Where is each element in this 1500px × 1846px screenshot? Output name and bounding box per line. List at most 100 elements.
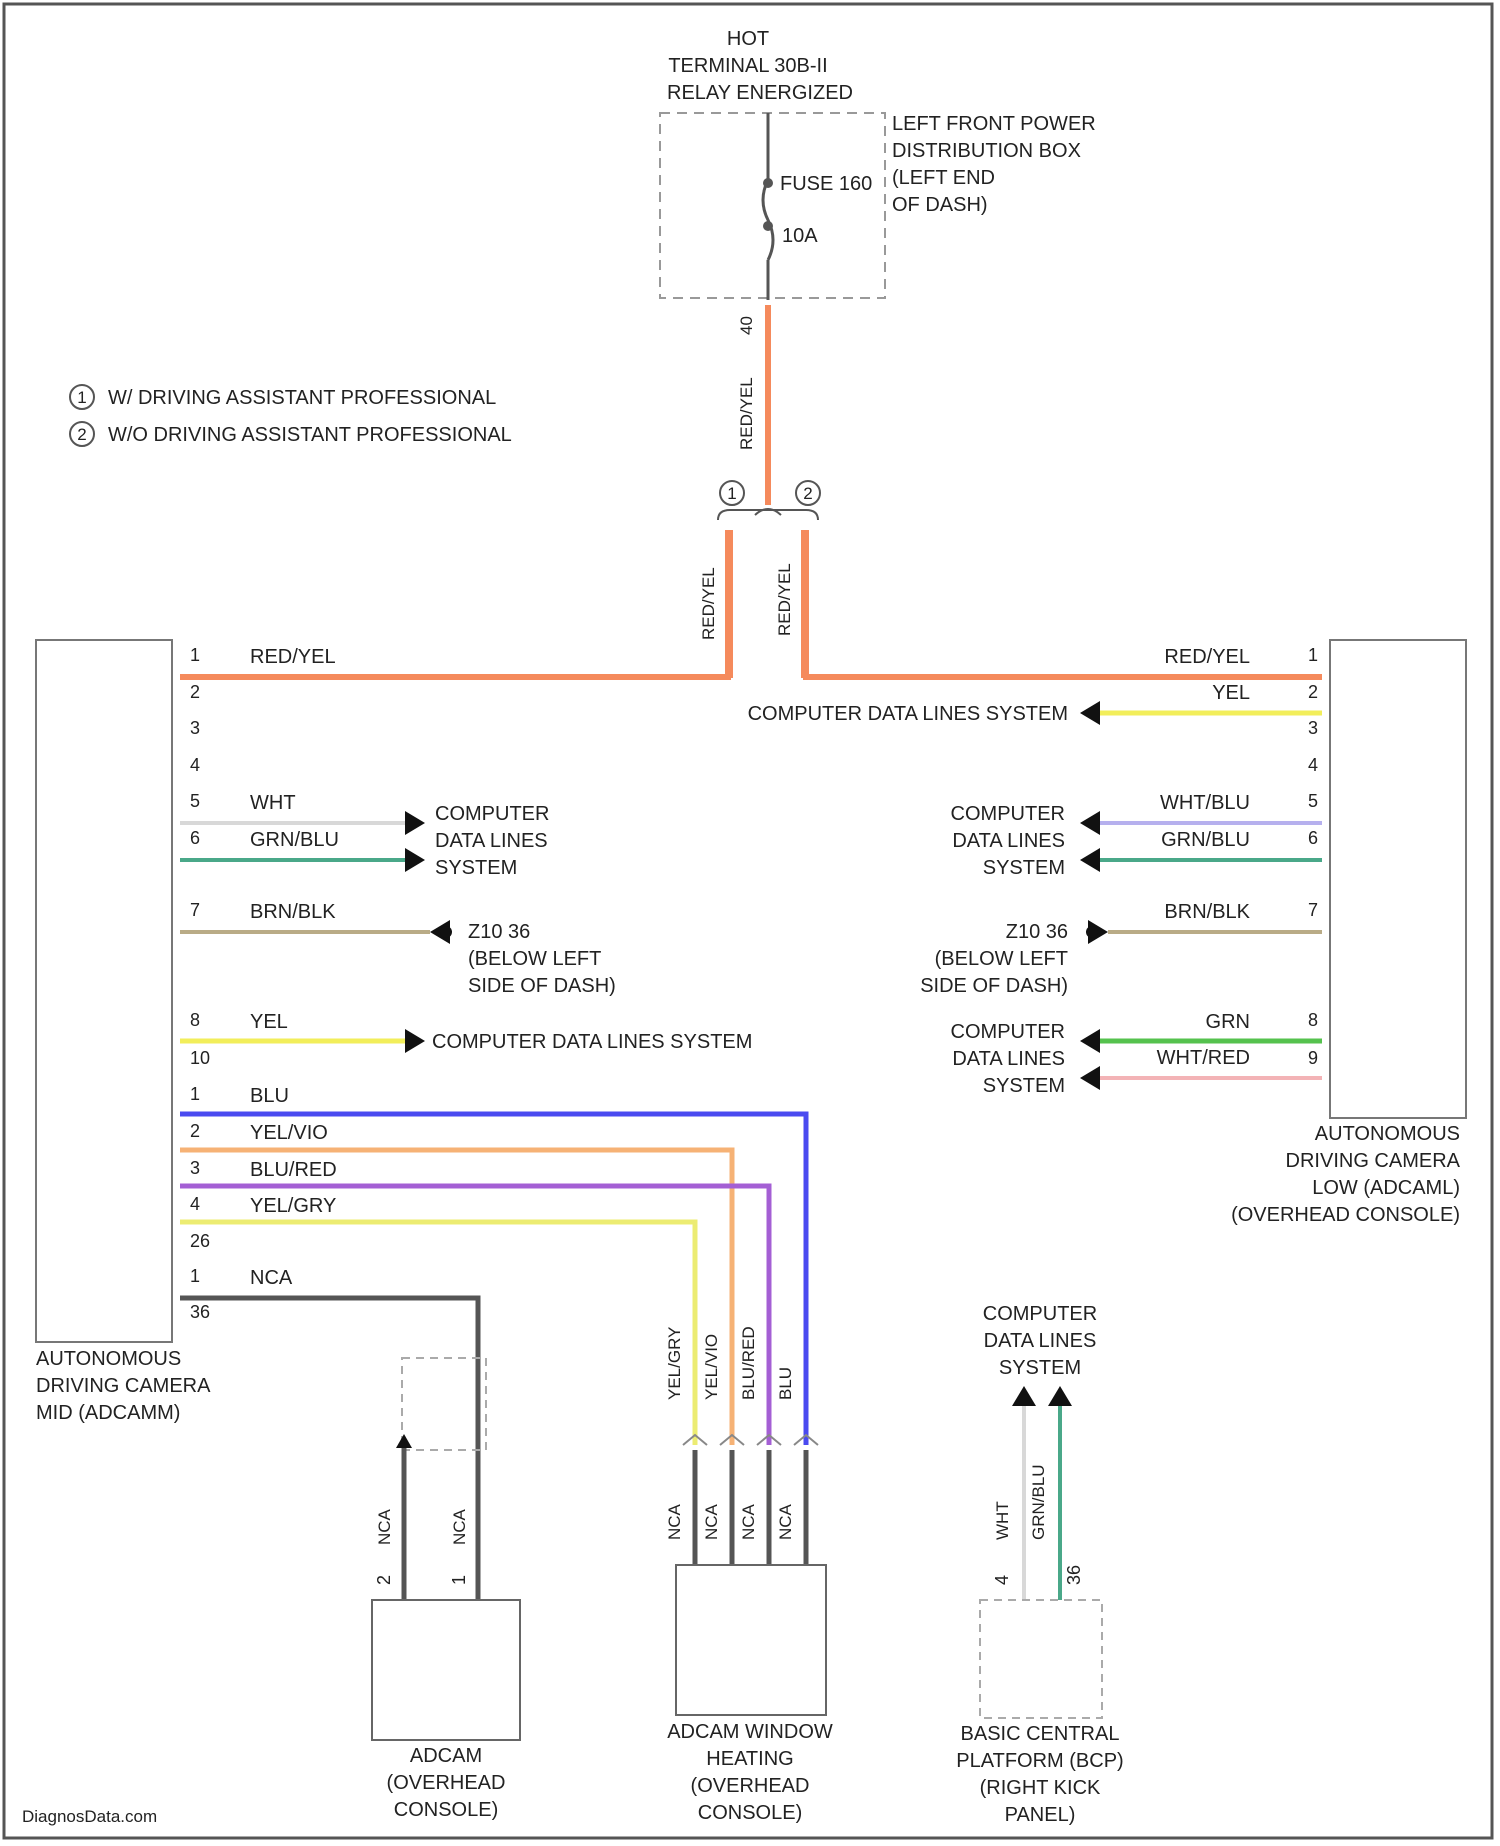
- bcp-cdl-line3: SYSTEM: [999, 1357, 1081, 1379]
- left-pin-6: 6: [190, 828, 200, 848]
- adcam-wire-label-1: NCA: [375, 1508, 394, 1545]
- fuse-name: FUSE 160: [780, 173, 872, 195]
- right-pin-3: 3: [1308, 718, 1318, 738]
- right-pin-2: 2: [1308, 682, 1318, 702]
- adcam-label-line3: CONSOLE): [394, 1799, 498, 1821]
- left-conn2-wire-4: YEL/GRY: [250, 1195, 336, 1217]
- right-cdl-b-line2: DATA LINES: [952, 1048, 1065, 1070]
- right-arrow-grn-blu: [1080, 848, 1100, 872]
- right-cdl-a-line2: DATA LINES: [952, 830, 1065, 852]
- right-pin-8: 8: [1308, 1010, 1318, 1030]
- heating-connector-notches: [683, 1435, 818, 1445]
- legend-text-2: W/O DRIVING ASSISTANT PROFESSIONAL: [108, 424, 512, 446]
- adcam-dashed-connector: [402, 1358, 486, 1450]
- right-pin-5: 5: [1308, 791, 1318, 811]
- right-ground-node: [1086, 926, 1098, 938]
- left-arrow-wht: [405, 811, 425, 835]
- right-wire-label-1: RED/YEL: [1164, 646, 1250, 668]
- right-cdl-b-line1: COMPUTER: [951, 1021, 1065, 1043]
- power-source: HOT TERMINAL 30B-II RELAY ENERGIZED FUSE…: [660, 28, 1096, 505]
- power-distribution-box: [660, 113, 885, 298]
- left-module-body: [36, 640, 172, 1342]
- left-cdl-line1: COMPUTER: [435, 803, 549, 825]
- left-wire-label-7: BRN/BLK: [250, 901, 336, 923]
- right-pin-9: 9: [1308, 1048, 1318, 1068]
- left-ground-line2: (BELOW LEFT: [468, 948, 601, 970]
- left-conn2-count: 26: [190, 1231, 210, 1251]
- left-module-label-line2: DRIVING CAMERA: [36, 1375, 211, 1397]
- heating-lower-wire-1: NCA: [665, 1503, 684, 1540]
- fuse-symbol: [763, 180, 773, 260]
- left-conn2-pin-2: 2: [190, 1121, 200, 1141]
- left-pin-1: 1: [190, 645, 200, 665]
- heating-label-line3: (OVERHEAD: [691, 1775, 810, 1797]
- left-conn2-wire-2: YEL/VIO: [250, 1122, 328, 1144]
- splice-right-wire-label: RED/YEL: [775, 563, 794, 636]
- bcp-label-line4: PANEL): [1005, 1804, 1076, 1826]
- left-conn1-count: 10: [190, 1048, 210, 1068]
- right-arrow-wht-blu: [1080, 811, 1100, 835]
- fuse-node-bottom: [763, 221, 773, 231]
- bcp-arrow-wht: [1012, 1386, 1036, 1406]
- right-arrow-wht-red: [1080, 1066, 1100, 1090]
- heating-lower-wire-3: NCA: [739, 1503, 758, 1540]
- right-wire-label-6: GRN/BLU: [1161, 829, 1250, 851]
- left-conn2-wire-1: BLU: [250, 1085, 289, 1107]
- hot-label-line2: TERMINAL 30B-II: [668, 55, 827, 77]
- adcam-label-line1: ADCAM: [410, 1745, 482, 1767]
- right-cdl-b-line3: SYSTEM: [983, 1075, 1065, 1097]
- bcp-component: COMPUTER DATA LINES SYSTEM WHT GRN/BLU 4…: [956, 1303, 1123, 1826]
- bcp-label-line3: (RIGHT KICK: [980, 1777, 1101, 1799]
- splice-bracket: [718, 510, 818, 520]
- adcam-component: NCA NCA 2 1 ADCAM (OVERHEAD CONSOLE): [372, 1358, 520, 1821]
- left-conn2-pin-4: 4: [190, 1194, 200, 1214]
- right-ground-line3: SIDE OF DASH): [920, 975, 1068, 997]
- splice-symbol-2-text: 2: [803, 484, 812, 503]
- wire-yel-gry: [180, 1222, 695, 1445]
- right-cdl-single: COMPUTER DATA LINES SYSTEM: [748, 703, 1068, 725]
- left-conn2-pin-3: 3: [190, 1158, 200, 1178]
- left-arrow-grn-blu: [405, 848, 425, 872]
- right-pin-7: 7: [1308, 900, 1318, 920]
- right-arrow-grn: [1080, 1029, 1100, 1053]
- left-cdl-line3: SYSTEM: [435, 857, 517, 879]
- bcp-label-line2: PLATFORM (BCP): [956, 1750, 1123, 1772]
- right-module-label-line1: AUTONOMOUS: [1315, 1123, 1460, 1145]
- option-splice: 1 2 RED/YEL RED/YEL: [699, 481, 820, 678]
- adcam-pin-2: 2: [374, 1575, 394, 1585]
- adcam-body: [372, 1600, 520, 1740]
- right-module: AUTONOMOUS DRIVING CAMERA LOW (ADCAML) (…: [748, 530, 1466, 1226]
- right-wire-label-2: YEL: [1212, 682, 1250, 704]
- left-pin-8: 8: [190, 1010, 200, 1030]
- right-wire-label-9: WHT/RED: [1157, 1047, 1250, 1069]
- right-module-label-line4: (OVERHEAD CONSOLE): [1231, 1204, 1460, 1226]
- left-pin-4: 4: [190, 755, 200, 775]
- heating-body: [676, 1565, 826, 1715]
- heating-label-line4: CONSOLE): [698, 1802, 802, 1824]
- heating-label-line1: ADCAM WINDOW: [667, 1721, 833, 1743]
- right-pin-6: 6: [1308, 828, 1318, 848]
- left-conn3-pin-1: 1: [190, 1266, 200, 1286]
- feed-wire-label: RED/YEL: [737, 377, 756, 450]
- heating-upper-wire-1: YEL/GRY: [665, 1327, 684, 1400]
- right-pin-1: 1: [1308, 645, 1318, 665]
- legend-symbol-2-text: 2: [77, 425, 86, 444]
- right-module-label-line3: LOW (ADCAML): [1312, 1177, 1460, 1199]
- box-label-line3: (LEFT END: [892, 167, 995, 189]
- splice-left-wire-label: RED/YEL: [699, 567, 718, 640]
- adcam-wire-2-arrow: [396, 1434, 412, 1448]
- legend-text-1: W/ DRIVING ASSISTANT PROFESSIONAL: [108, 387, 496, 409]
- left-ground-line3: SIDE OF DASH): [468, 975, 616, 997]
- right-wire-label-5: WHT/BLU: [1160, 792, 1250, 814]
- watermark: DiagnosData.com: [22, 1807, 157, 1826]
- left-cdl-line2: DATA LINES: [435, 830, 548, 852]
- legend: 1 W/ DRIVING ASSISTANT PROFESSIONAL 2 W/…: [70, 385, 512, 446]
- left-cdl-single: COMPUTER DATA LINES SYSTEM: [432, 1031, 752, 1053]
- hot-label-line1: HOT: [727, 28, 769, 50]
- left-wire-label-1: RED/YEL: [250, 646, 336, 668]
- box-label-line4: OF DASH): [892, 194, 988, 216]
- wire-blu-red: [180, 1186, 769, 1445]
- left-conn2-wire-3: BLU/RED: [250, 1159, 337, 1181]
- left-arrow-yel: [405, 1029, 425, 1053]
